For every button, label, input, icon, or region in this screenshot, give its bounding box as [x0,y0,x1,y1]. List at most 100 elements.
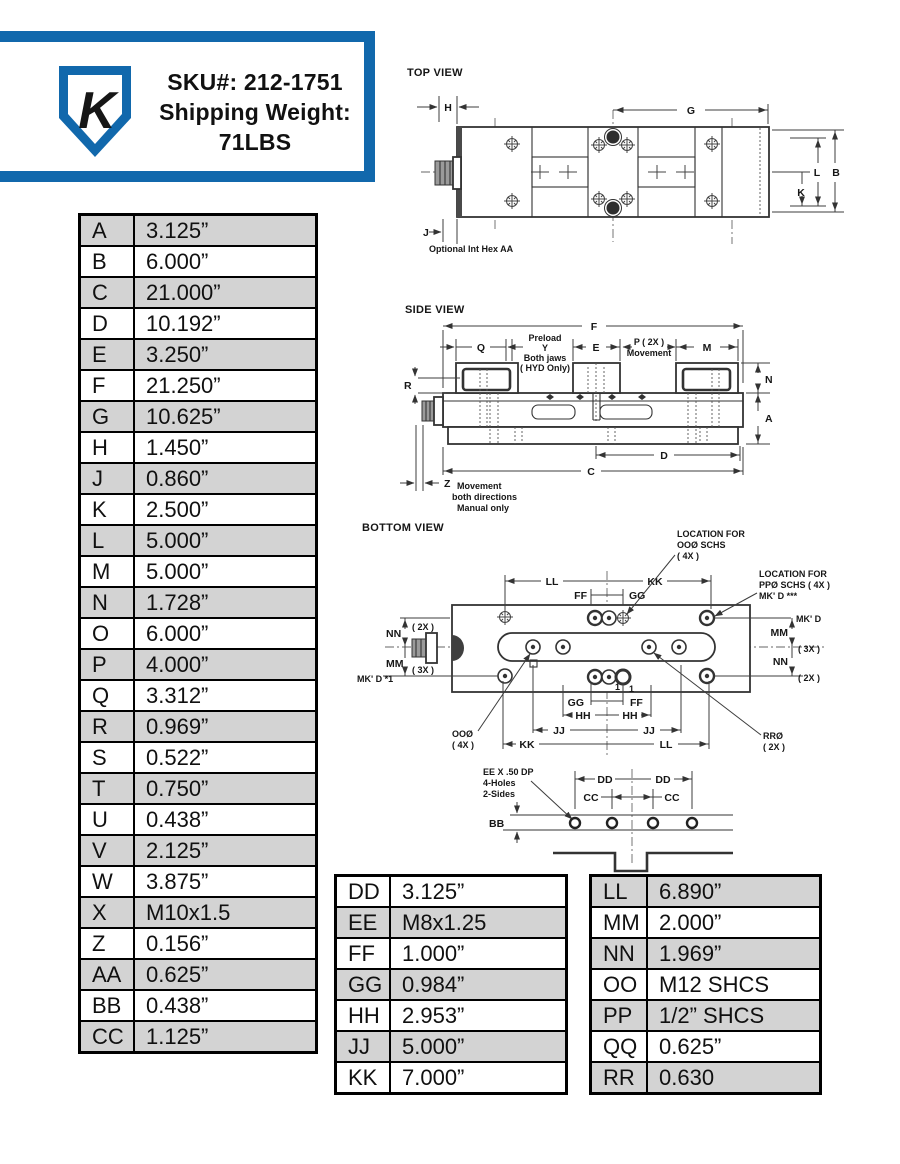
table-row: NN 1.969” [589,937,822,970]
dim-value: 10.625” [133,400,318,433]
dim-value: 0.750” [133,772,318,805]
table-row: FF 1.000” [334,937,568,970]
table-row: F 21.250” [78,369,318,402]
table-row: HH 2.953” [334,999,568,1032]
dim-label-hh-right: HH [622,710,637,722]
dim-key: NN [589,937,648,970]
dim-value: 6.890” [646,874,822,908]
svg-text:OOØ SCHS: OOØ SCHS [677,540,726,550]
movement-note: Movement [457,481,502,491]
dim-key: KK [334,1061,391,1095]
dim-key: O [78,617,135,650]
dim-key: BB [78,989,135,1022]
dim-value: 1/2” SHCS [646,999,822,1032]
dim-value: 1.969” [646,937,822,970]
dim-label-nn-right: NN [773,656,788,668]
dim-value: 0.625” [133,958,318,991]
dim-value: 1.000” [389,937,568,970]
kurt-logo: K [59,66,131,157]
dim-label-gg-top: GG [629,590,645,602]
svg-text:( 3X ): ( 3X ) [412,665,434,675]
dim-value: 2.000” [646,906,822,939]
table-row: E 3.250” [78,338,318,371]
dim-label-mm-right: MM [771,627,789,639]
dim-key: EE [334,906,391,939]
dim-value: 1.450” [133,431,318,464]
sku-number: SKU#: 212-1751 [167,69,343,95]
dim-key: E [78,338,135,371]
table-row: KK 7.000” [334,1061,568,1095]
dim-key: K [78,493,135,526]
svg-text:( 2X ): ( 2X ) [763,742,785,752]
svg-text:( 2X ): ( 2X ) [798,673,820,683]
oo-location-note: LOCATION FOR [677,529,745,539]
dim-value: 1.125” [133,1020,318,1054]
dim-value: 0.630 [646,1061,822,1095]
dim-key: M [78,555,135,588]
svg-text:Y: Y [542,343,548,353]
dim-label-gg-bottom: GG [568,697,584,709]
dim-value: 6.000” [133,245,318,278]
dim-label-n: N [765,374,773,386]
dim-value: 2.953” [389,999,568,1032]
table-row: S 0.522” [78,741,318,774]
table-row: AA 0.625” [78,958,318,991]
dim-key: LL [589,874,648,908]
dim-key: F [78,369,135,402]
dim-value: M8x1.25 [389,906,568,939]
table-row: CC 1.125” [78,1020,318,1054]
dim-label-ff-top: FF [574,590,587,602]
dim-label-l: L [814,167,821,179]
dim-label-dd-left: DD [597,774,613,786]
dim-key: C [78,276,135,309]
dim-label-dd-right: DD [655,774,671,786]
dim-label-ff-bottom: FF [630,697,643,709]
dim-value: 3.875” [133,865,318,898]
preload-note: Preload [528,333,561,343]
svg-text:PPØ SCHS ( 4X ): PPØ SCHS ( 4X ) [759,580,830,590]
svg-text:2-Sides: 2-Sides [483,789,515,799]
dim-label-cc-right: CC [664,792,680,804]
table-row: PP 1/2” SHCS [589,999,822,1032]
table-row: J 0.860” [78,462,318,495]
dim-key: V [78,834,135,867]
dim-value: 1.728” [133,586,318,619]
dim-key: N [78,586,135,619]
svg-text:4-Holes: 4-Holes [483,778,516,788]
svg-text:Manual only: Manual only [457,503,509,513]
table-row: T 0.750” [78,772,318,805]
end-view-body [503,769,733,873]
table-row: B 6.000” [78,245,318,278]
table-row: D 10.192” [78,307,318,340]
bottom-view-body: 1 1 [411,604,751,694]
logo-letter: K [78,82,119,140]
dim-label-jj-right: JJ [643,725,655,737]
dim-key: R [78,710,135,743]
dim-value: 2.125” [133,834,318,867]
dim-label-h: H [444,102,452,114]
table-row: EE M8x1.25 [334,906,568,939]
svg-text:1: 1 [629,684,634,694]
dim-key: P [78,648,135,681]
dim-label-r: R [404,380,412,392]
dim-label-bb: BB [489,818,505,830]
rr-dia-callout: RRØ [763,731,783,741]
dim-key: J [78,462,135,495]
dim-key: Q [78,679,135,712]
table-row: P 4.000” [78,648,318,681]
dim-key: QQ [589,1030,648,1063]
dim-value: 6.000” [133,617,318,650]
dim-key: A [78,213,135,247]
svg-text:Movement: Movement [627,348,672,358]
table-row: QQ 0.625” [589,1030,822,1063]
dim-label-jj-left: JJ [553,725,565,737]
dim-key: H [78,431,135,464]
dim-key: S [78,741,135,774]
dim-value: 0.156” [133,927,318,960]
dim-key: FF [334,937,391,970]
table-row: Q 3.312” [78,679,318,712]
dim-value: 3.312” [133,679,318,712]
table-row: MM 2.000” [589,906,822,939]
dim-value: 2.500” [133,493,318,526]
dim-value: 21.000” [133,276,318,309]
